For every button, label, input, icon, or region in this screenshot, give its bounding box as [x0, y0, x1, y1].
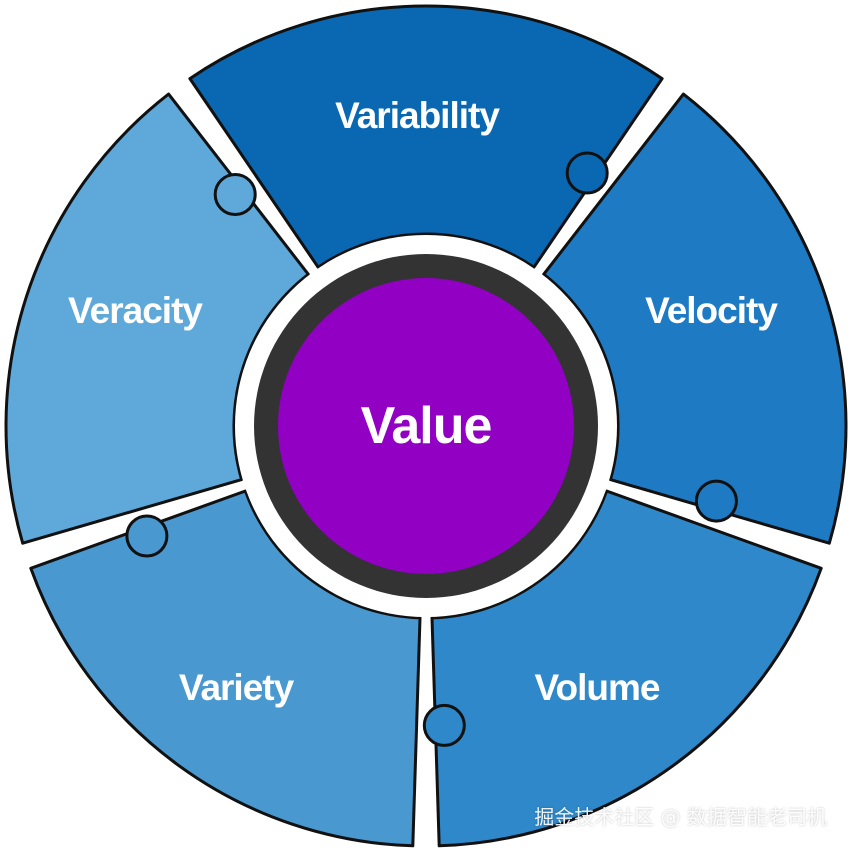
segment-variability — [188, 4, 664, 269]
segment-label-variability: Variability — [335, 95, 500, 136]
puzzle-knob — [125, 514, 169, 558]
puzzle-knob — [565, 151, 609, 195]
puzzle-knob — [422, 703, 466, 747]
puzzle-knob — [694, 479, 738, 523]
segment-label-variety: Variety — [179, 667, 295, 708]
segments-layer — [4, 4, 848, 848]
segment-variety — [29, 489, 422, 848]
watermark: 掘金技术社区 @ 数据智能老司机 — [534, 805, 827, 829]
center-layer: Value — [235, 235, 617, 617]
center-circle — [278, 278, 574, 574]
segment-label-volume: Volume — [535, 667, 660, 708]
segment-volume — [430, 489, 823, 848]
puzzle-knob — [213, 173, 257, 216]
center-label: Value — [361, 397, 492, 455]
segment-velocity — [542, 92, 848, 545]
segment-label-veracity: Veracity — [68, 290, 203, 331]
segment-label-velocity: Velocity — [645, 290, 778, 331]
labels-layer: Variability Velocity Volume Variety Vera… — [68, 95, 779, 708]
